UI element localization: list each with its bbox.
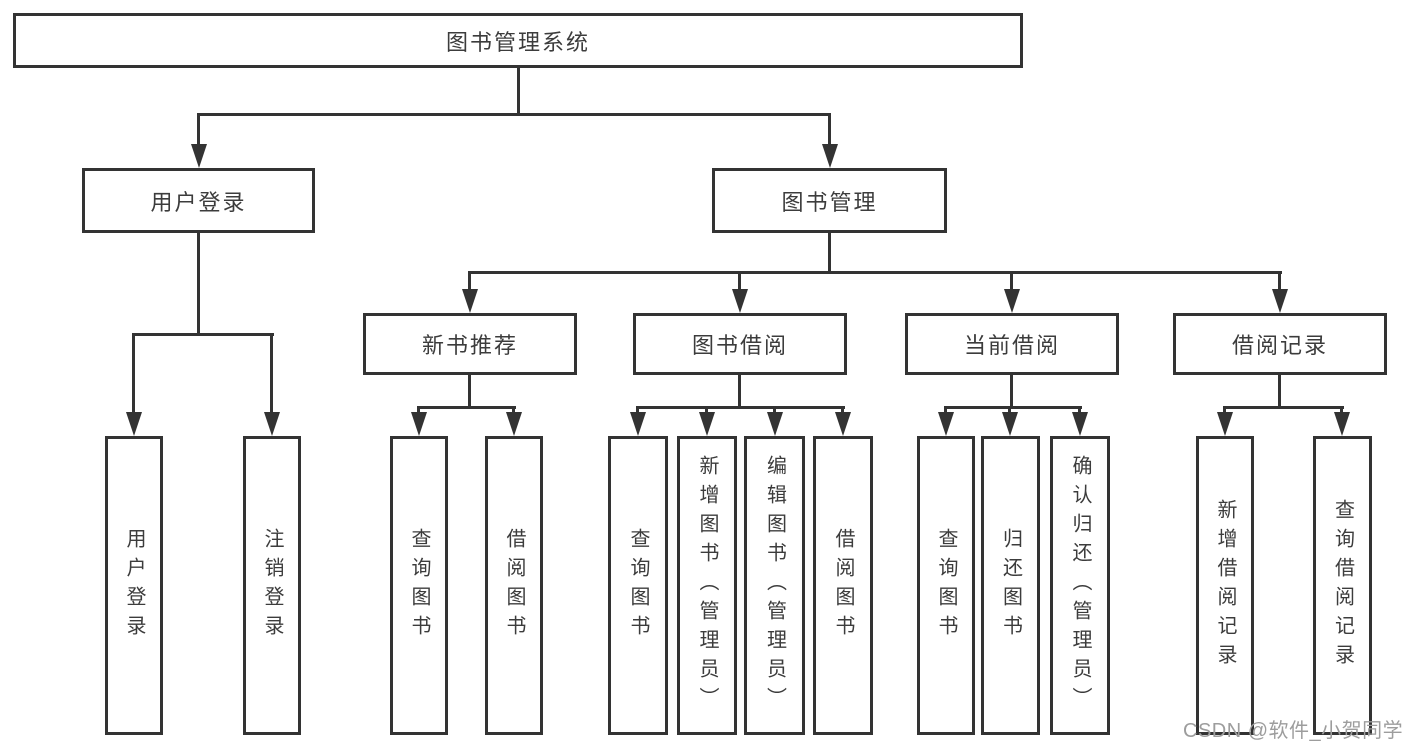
arrow-down-icon xyxy=(1334,412,1350,436)
leaf-borrow-books-label: 借阅图书 xyxy=(832,527,854,644)
leaf-query-borrow-record: 查询借阅记录 xyxy=(1313,436,1372,735)
connector-leaf-bar xyxy=(636,406,845,409)
connector-leaf-bar xyxy=(417,406,516,409)
leaf-add-book-admin-label: 新增图书（管理员） xyxy=(696,455,718,716)
leaf-borrow-books-recommend-label: 借阅图书 xyxy=(503,527,525,644)
connector-drop-leaf xyxy=(132,333,135,414)
connector-drop-leaf xyxy=(512,406,515,416)
leaf-return-book: 归还图书 xyxy=(981,436,1040,735)
leaf-add-book-admin: 新增图书（管理员） xyxy=(677,436,737,735)
arrow-down-icon xyxy=(1272,289,1288,313)
connector-drop-user-login xyxy=(197,113,200,146)
connector-drop-section xyxy=(1010,271,1013,291)
leaf-logout-label: 注销登录 xyxy=(261,527,283,644)
leaf-confirm-return-admin-label: 确认归还（管理员） xyxy=(1069,455,1091,716)
arrow-down-icon xyxy=(191,144,207,168)
arrow-down-icon xyxy=(699,412,715,436)
arrow-down-icon xyxy=(506,412,522,436)
leaf-query-borrow-record-label: 查询借阅记录 xyxy=(1331,498,1354,673)
leaf-query-books-recommend-label: 查询图书 xyxy=(408,527,430,644)
node-borrow-records-label: 借阅记录 xyxy=(1231,333,1328,358)
connector-book-management-stub xyxy=(828,233,831,274)
node-current-borrow-label: 当前借阅 xyxy=(963,333,1060,358)
csdn-watermark: CSDN @软件_小贺同学 xyxy=(1183,720,1404,742)
connector-drop-leaf xyxy=(705,406,708,416)
arrow-down-icon xyxy=(126,412,142,436)
leaf-logout: 注销登录 xyxy=(243,436,301,735)
arrow-down-icon xyxy=(264,412,280,436)
arrow-down-icon xyxy=(1002,412,1018,436)
connector-level3-bar xyxy=(468,271,1282,274)
arrow-down-icon xyxy=(822,144,838,168)
connector-drop-leaf xyxy=(841,406,844,416)
node-book-management: 图书管理 xyxy=(712,168,947,233)
connector-level2-bar xyxy=(197,113,831,116)
arrow-down-icon xyxy=(462,289,478,313)
connector-drop-leaf xyxy=(1223,406,1226,416)
leaf-user-login: 用户登录 xyxy=(105,436,163,735)
node-new-book-recommend-label: 新书推荐 xyxy=(421,333,518,358)
connector-section-stub xyxy=(1010,375,1013,409)
leaf-confirm-return-admin: 确认归还（管理员） xyxy=(1050,436,1110,735)
node-book-borrow-label: 图书借阅 xyxy=(691,333,788,358)
connector-drop-leaf xyxy=(944,406,947,416)
arrow-down-icon xyxy=(1004,289,1020,313)
leaf-query-books-recommend: 查询图书 xyxy=(390,436,448,735)
connector-section-stub xyxy=(738,375,741,409)
connector-user-login-stub xyxy=(197,232,200,336)
node-user-login: 用户登录 xyxy=(82,168,315,233)
arrow-down-icon xyxy=(938,412,954,436)
connector-leaf-bar xyxy=(1223,406,1344,409)
connector-drop-leaf xyxy=(636,406,639,416)
arrow-down-icon xyxy=(630,412,646,436)
node-current-borrow: 当前借阅 xyxy=(905,313,1119,375)
connector-section-stub xyxy=(468,375,471,409)
connector-drop-leaf xyxy=(773,406,776,416)
arrow-down-icon xyxy=(835,412,851,436)
leaf-add-borrow-record-label: 新增借阅记录 xyxy=(1214,498,1236,673)
connector-drop-leaf xyxy=(417,406,420,416)
connector-section-stub xyxy=(1278,375,1281,409)
connector-root-stub xyxy=(517,66,520,116)
connector-drop-section xyxy=(468,271,471,291)
arrow-down-icon xyxy=(1072,412,1088,436)
arrow-down-icon xyxy=(732,289,748,313)
connector-leaf-bar xyxy=(944,406,1082,409)
leaf-query-books-current-label: 查询图书 xyxy=(935,527,957,644)
connector-drop-book-management xyxy=(828,113,831,146)
connector-drop-leaf xyxy=(1008,406,1011,416)
arrow-down-icon xyxy=(767,412,783,436)
node-book-borrow: 图书借阅 xyxy=(633,313,847,375)
node-new-book-recommend: 新书推荐 xyxy=(363,313,577,375)
leaf-edit-book-admin-label: 编辑图书（管理员） xyxy=(763,455,786,716)
connector-drop-leaf xyxy=(1340,406,1343,416)
connector-drop-leaf xyxy=(270,333,273,414)
node-borrow-records: 借阅记录 xyxy=(1173,313,1387,375)
leaf-query-books-borrow-label: 查询图书 xyxy=(627,527,649,644)
connector-drop-section xyxy=(738,271,741,291)
node-root-label: 图书管理系统 xyxy=(445,29,590,55)
connector-user-login-bar xyxy=(132,333,274,336)
leaf-query-books-current: 查询图书 xyxy=(917,436,975,735)
connector-drop-section xyxy=(1278,271,1281,291)
leaf-edit-book-admin: 编辑图书（管理员） xyxy=(744,436,805,735)
leaf-add-borrow-record: 新增借阅记录 xyxy=(1196,436,1254,735)
node-book-management-label: 图书管理 xyxy=(781,189,878,215)
leaf-borrow-books-recommend: 借阅图书 xyxy=(485,436,543,735)
leaf-borrow-books: 借阅图书 xyxy=(813,436,873,735)
node-root: 图书管理系统 xyxy=(13,13,1023,68)
leaf-query-books-borrow: 查询图书 xyxy=(608,436,668,735)
node-user-login-label: 用户登录 xyxy=(150,189,247,215)
leaf-return-book-label: 归还图书 xyxy=(999,527,1022,644)
leaf-user-login-label: 用户登录 xyxy=(123,527,145,644)
arrow-down-icon xyxy=(1217,412,1233,436)
arrow-down-icon xyxy=(411,412,427,436)
connector-drop-leaf xyxy=(1078,406,1081,416)
